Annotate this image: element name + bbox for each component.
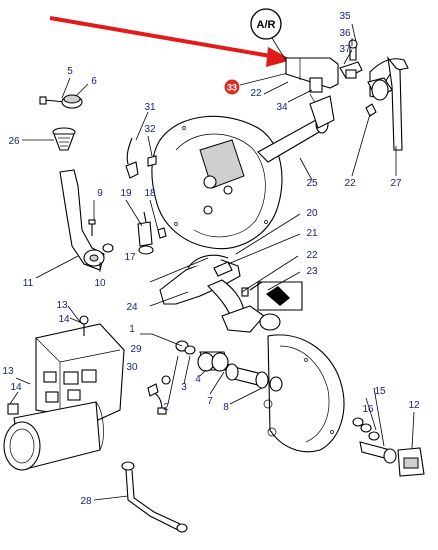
label-32: 32 xyxy=(144,124,156,135)
shift-rod-assembly xyxy=(285,39,409,151)
pipe-parts-29-30 xyxy=(147,375,171,415)
label-15: 15 xyxy=(374,386,386,397)
label-13a: 13 xyxy=(56,300,68,311)
label-22c: 22 xyxy=(306,250,318,261)
label-16: 16 xyxy=(362,404,374,415)
lever-11 xyxy=(59,169,114,271)
label-20: 20 xyxy=(306,208,318,219)
label-28: 28 xyxy=(80,496,92,507)
label-31: 31 xyxy=(144,102,156,113)
label-37: 37 xyxy=(339,44,351,55)
label-24: 24 xyxy=(126,302,138,313)
label-18: 18 xyxy=(144,188,156,199)
label-4: 4 xyxy=(195,374,201,385)
filter-26 xyxy=(52,127,76,151)
label-6: 6 xyxy=(91,76,97,87)
label-25: 25 xyxy=(306,178,318,189)
highlight-badge-text: 33 xyxy=(227,83,237,93)
label-3: 3 xyxy=(181,382,187,393)
label-14a: 14 xyxy=(58,314,70,325)
label-2: 2 xyxy=(163,402,169,413)
fitting-17-19 xyxy=(125,137,167,255)
label-17: 17 xyxy=(124,252,136,263)
leader-lines xyxy=(9,23,415,501)
label-26: 26 xyxy=(8,136,20,147)
spool-parts xyxy=(151,333,283,392)
label-23: 23 xyxy=(306,266,318,277)
part-labels: 5 6 26 9 11 10 19 18 31 32 17 22 34 35 3… xyxy=(2,11,420,507)
label-22a: 22 xyxy=(250,88,262,99)
pipe-28 xyxy=(121,461,188,533)
label-7: 7 xyxy=(207,396,213,407)
label-8: 8 xyxy=(223,402,229,413)
label-19: 19 xyxy=(120,188,132,199)
label-1: 1 xyxy=(129,324,135,335)
ar-badge: A/R xyxy=(250,8,289,65)
label-29: 29 xyxy=(130,344,142,355)
label-9: 9 xyxy=(97,188,103,199)
label-13b: 13 xyxy=(2,366,14,377)
valve-block xyxy=(7,315,125,421)
label-30: 30 xyxy=(126,362,138,373)
cover-plate xyxy=(151,95,335,250)
label-27: 27 xyxy=(390,178,402,189)
label-12: 12 xyxy=(408,400,420,411)
label-36: 36 xyxy=(339,28,351,39)
label-10: 10 xyxy=(94,278,106,289)
label-35: 35 xyxy=(339,11,351,22)
solenoid-parts xyxy=(352,417,425,477)
label-11: 11 xyxy=(23,278,34,289)
hydraulic-cylinder xyxy=(3,401,104,471)
ar-badge-text: A/R xyxy=(257,19,276,31)
pointer-arrow xyxy=(49,16,292,67)
label-21: 21 xyxy=(306,228,318,239)
cap-assembly xyxy=(39,94,83,109)
label-34: 34 xyxy=(276,102,288,113)
label-14b: 14 xyxy=(10,382,22,393)
label-22b: 22 xyxy=(344,178,356,189)
lower-housing xyxy=(263,334,345,453)
label-5: 5 xyxy=(67,66,73,77)
